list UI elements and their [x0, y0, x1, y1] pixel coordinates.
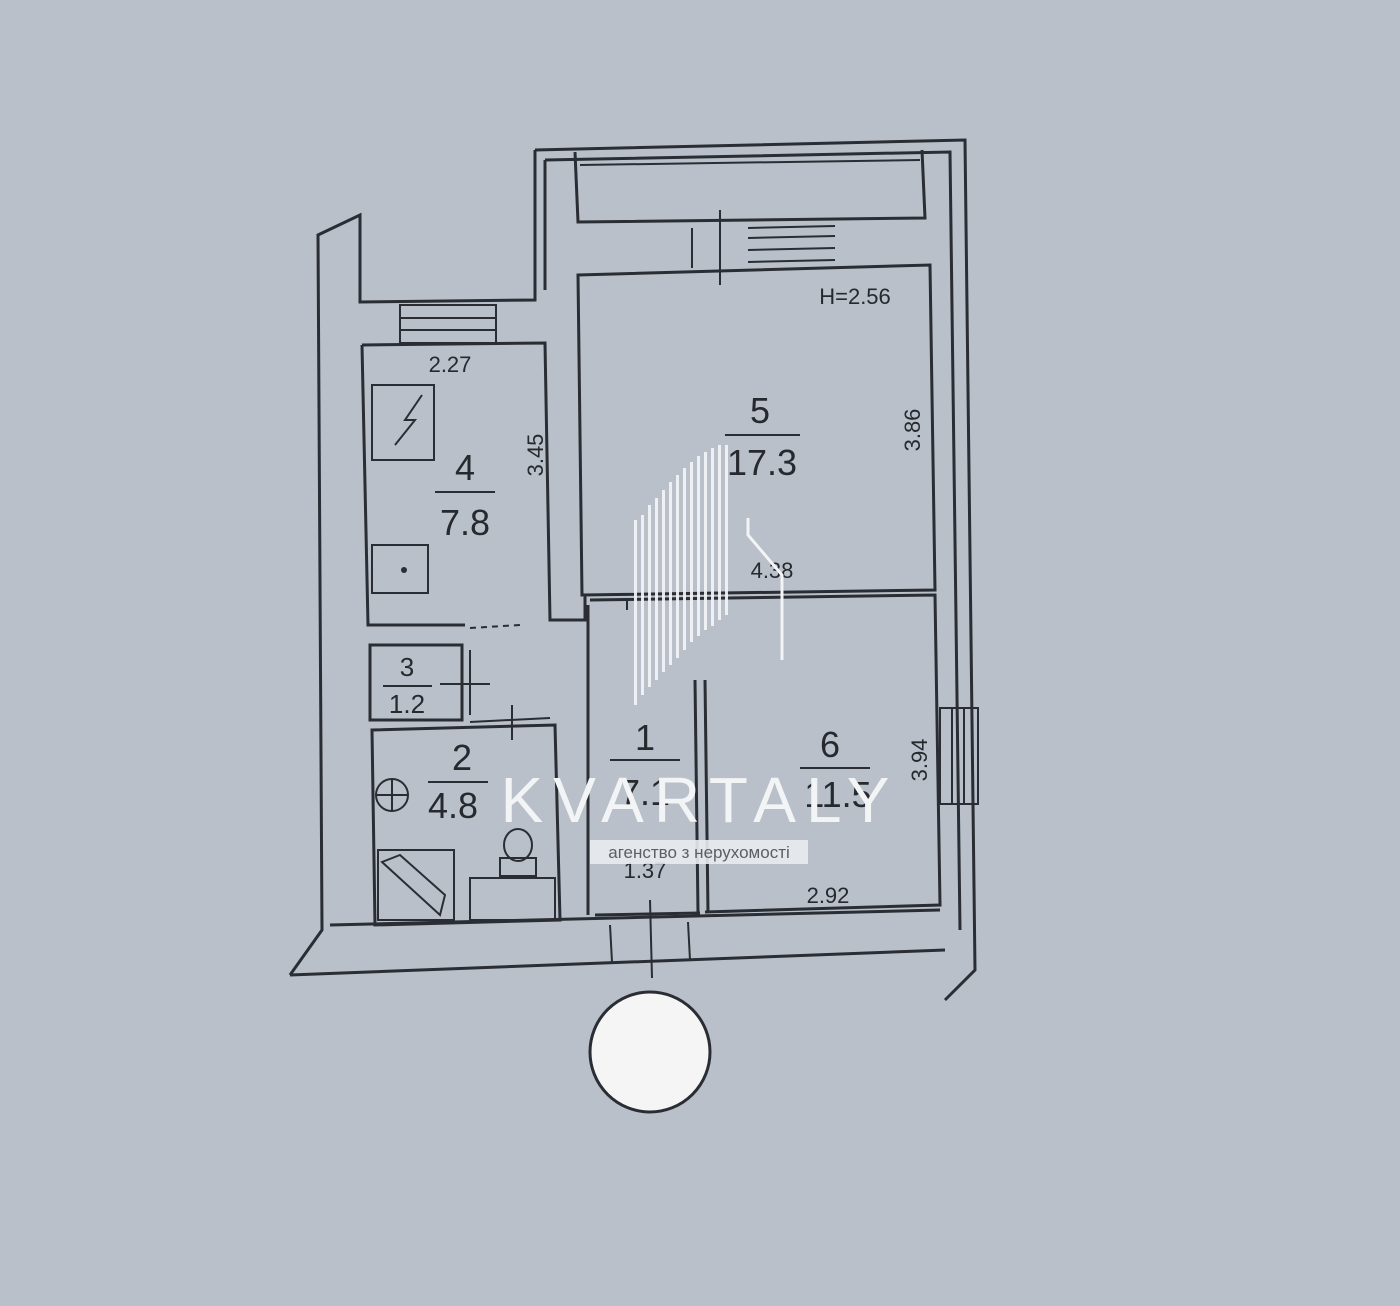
room-1-walls — [586, 605, 710, 917]
kitchen-window — [399, 304, 497, 344]
room-2-label: 2 4.8 — [428, 737, 488, 826]
room-3-walls — [368, 643, 490, 722]
room-2-walls — [370, 705, 562, 927]
dim-room5-depth: 3.86 — [900, 409, 925, 452]
watermark-tagline: агенство з нерухомості — [608, 843, 790, 862]
shower-icon — [377, 849, 455, 921]
room5-window — [691, 210, 836, 285]
stove-icon — [371, 384, 435, 461]
svg-text:6: 6 — [820, 724, 840, 765]
svg-text:5: 5 — [750, 390, 770, 431]
svg-text:7.8: 7.8 — [440, 502, 490, 543]
room-5-label: 5 17.3 — [725, 390, 800, 483]
stairwell-circle — [588, 990, 712, 1114]
svg-text:7.1: 7.1 — [620, 772, 670, 813]
svg-text:4: 4 — [455, 447, 475, 488]
dim-room6-width: 2.92 — [807, 883, 850, 908]
svg-text:17.3: 17.3 — [727, 442, 797, 483]
toilet-icon — [503, 828, 533, 862]
room-4-label: 4 7.8 — [435, 447, 495, 543]
dim-room6-depth: 3.94 — [907, 739, 932, 782]
watermark-brand: KVARTALY — [501, 764, 900, 836]
room-3-label: 3 1.2 — [383, 652, 432, 719]
dim-kitchen-depth: 3.45 — [523, 434, 548, 477]
room6-window — [939, 707, 979, 805]
room-1-label: 1 7.1 — [610, 717, 680, 813]
svg-text:2: 2 — [452, 737, 472, 778]
svg-text:3: 3 — [400, 652, 414, 682]
balcony — [573, 149, 927, 224]
sink-icon — [371, 544, 429, 594]
room-4-walls — [360, 341, 587, 629]
svg-text:1.2: 1.2 — [389, 689, 425, 719]
room-6-walls — [589, 593, 942, 914]
entrance-door — [609, 899, 691, 979]
svg-text:11.5: 11.5 — [804, 774, 871, 815]
svg-text:1: 1 — [635, 717, 655, 758]
room-5-walls — [576, 263, 937, 597]
svg-text:4.8: 4.8 — [428, 785, 478, 826]
ceiling-height-label: H=2.56 — [819, 284, 891, 309]
room-6-label: 6 11.5 — [800, 724, 872, 815]
dim-kitchen-width: 2.27 — [429, 352, 472, 377]
watermark-logo: KVARTALY агенство з нерухомості — [501, 445, 900, 864]
